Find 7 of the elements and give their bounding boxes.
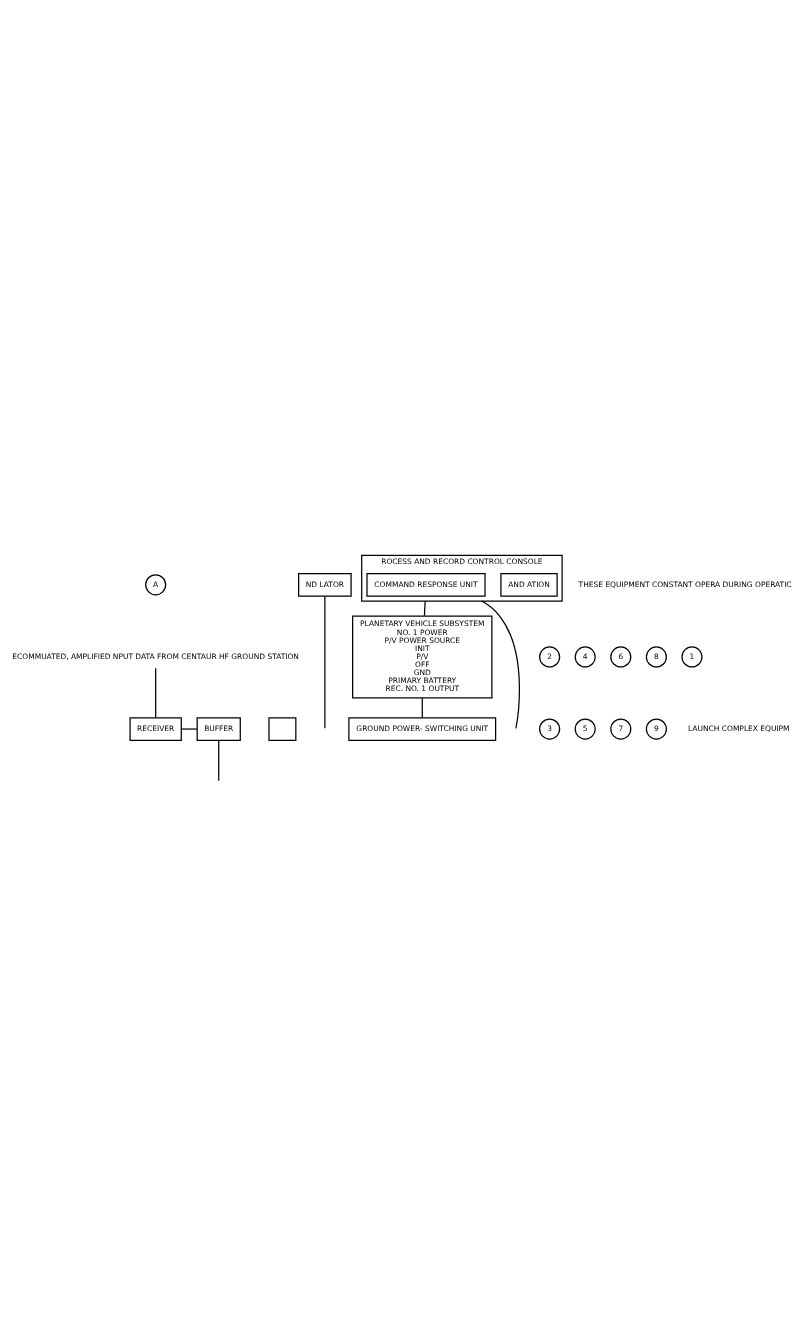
node-box [268, 717, 297, 741]
connector [180, 728, 198, 730]
connector [421, 697, 423, 719]
connector [155, 667, 157, 719]
connector [423, 600, 426, 617]
connector [218, 739, 220, 782]
connector [324, 595, 326, 729]
